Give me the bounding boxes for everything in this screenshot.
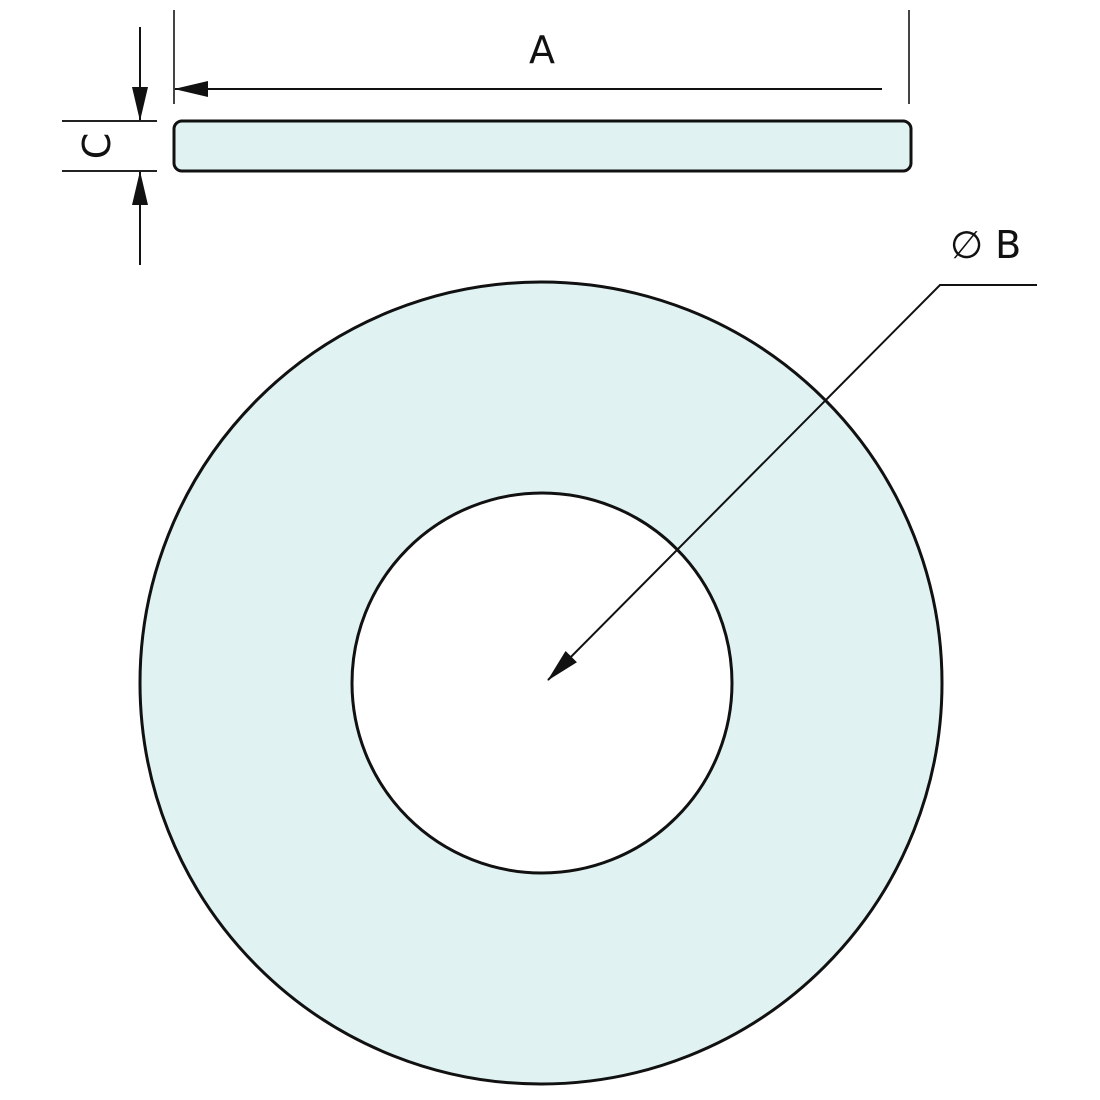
leader-arrow-b bbox=[547, 284, 1037, 681]
washer-inner-hole bbox=[350, 491, 734, 875]
label-c: C bbox=[75, 133, 119, 160]
label-a: A bbox=[529, 28, 555, 72]
label-b: ∅ B bbox=[950, 223, 1021, 267]
top-view: ∅ B bbox=[138, 223, 1037, 1086]
side-view: A C bbox=[62, 10, 913, 265]
washer-side-profile bbox=[172, 119, 913, 173]
